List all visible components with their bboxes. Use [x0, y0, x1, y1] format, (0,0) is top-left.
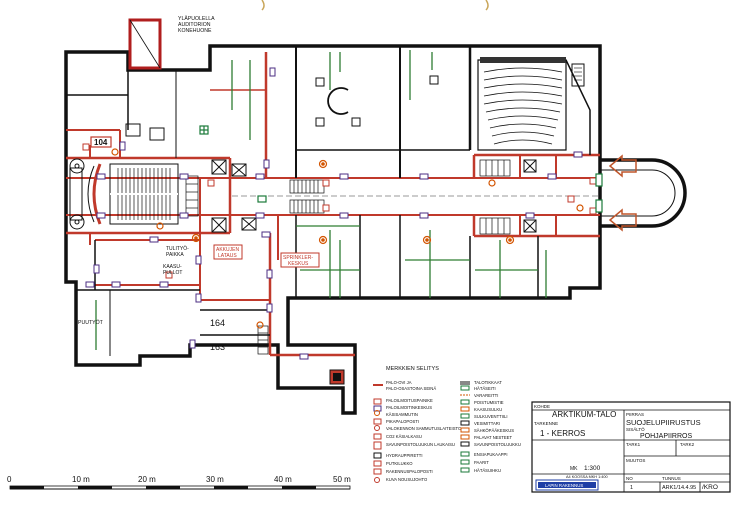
tulityo-label-2: PAIKKA [166, 252, 184, 258]
scale-value: 1:300 [584, 465, 601, 472]
akku-label-box [213, 244, 243, 260]
light-partitions [95, 50, 547, 350]
legend-title: MERKKIEN SELITYS [386, 366, 439, 372]
sprinkler-label-2: KESKUS [288, 261, 309, 267]
sprinkler-label-box [280, 252, 320, 268]
room-164-label: 164 [210, 318, 225, 328]
legend-item-nousujohto: KUVA NOUSUJOHTO [386, 477, 428, 482]
title-block-text: KOHDE ARKTIKUM-TALO TARKENNE 1 - KERROS … [534, 404, 718, 491]
tarkenne-label: TARKENNE [534, 421, 558, 426]
legend-item-putkilukko: PUTKILUKKO [386, 461, 413, 466]
legend-item-hataseiti: HÄTÄSEITI [474, 386, 496, 391]
scale-bar: 0 10 m 20 m 30 m 40 m 50 m [7, 475, 351, 490]
piirros-value: SUOJELUPIIRUSTUS [626, 418, 701, 427]
mk-label: MK [570, 466, 578, 472]
sisalto-value: POHJAPIIRROS [640, 433, 692, 440]
kro-value: /KRO [702, 484, 718, 491]
firm-logo: LAPIN RAKENNUS [535, 479, 599, 491]
auditorium [477, 57, 591, 155]
no-label: NO [626, 476, 633, 481]
scale-label-40: 40 m [274, 475, 292, 484]
legend-item-palo-osasto: PALO-OSASTOINA SEINÄ [386, 386, 436, 391]
spiral-stairs [69, 158, 85, 230]
tunnus-value: ARK1/14.4.95 [662, 485, 696, 491]
smoke-vent [329, 369, 345, 385]
legend-item-paloilmoitinkeskus: PALOILMOITINKESKUS [386, 405, 432, 410]
entrance-arrows [608, 154, 637, 232]
legend-col1-symbols [373, 384, 383, 483]
kohde-value: ARKTIKUM-TALO [552, 410, 616, 419]
legend-item-paarit: PAARIT [474, 460, 489, 465]
legend-item-varareitti: VARAREITTI [474, 393, 498, 398]
room-104-box [90, 136, 112, 148]
tarkenne-value: 1 - KERROS [540, 429, 585, 438]
scale-note: A4 KOOSSA MKH 1:400 [566, 475, 608, 479]
exit-signs [199, 125, 603, 213]
sisalto-label: SISÄLTÖ [626, 426, 645, 432]
legend-item-sahkopaakeskus: SÄHKÖPÄÄKESKUS [474, 428, 514, 433]
sprinkler-label-1: SPRINKLER- [283, 255, 313, 261]
legend-item-palo-ovi: PALO-OVI JA [386, 380, 412, 385]
tunnus-label: TUNNUS [662, 476, 681, 481]
legend-item-poistumistie: POISTUMISTIE [474, 400, 504, 405]
scale-label-50: 50 m [333, 475, 351, 484]
scale-label-20: 20 m [138, 475, 156, 484]
puutyot-label: PUUTYÖT [78, 319, 104, 326]
firm-name: LAPIN RAKENNUS [545, 483, 583, 488]
building-outline [64, 44, 602, 415]
kaasupullot-label-2: PULLOT [163, 270, 182, 276]
legend-item-pikapaloposti: PIKAPALOPOSTI [386, 419, 419, 424]
muutos-label: MUUTOS [626, 458, 645, 463]
lecture-hall [69, 163, 179, 225]
scale-label-0: 0 [7, 475, 12, 484]
legend-item-valokenno: VALOKENNON SAMMUTUSLAITEISTO [386, 426, 462, 431]
exhibition-features [315, 75, 439, 127]
legend: MERKKIEN SELITYS PALO-OVI JA PALO-OSASTO… [373, 366, 521, 483]
legend-item-vesimittari: VESIMITTARI [474, 421, 500, 426]
upper-machine-room [128, 18, 162, 70]
scale-label-10: 10 m [72, 475, 90, 484]
no-value: 1 [630, 485, 633, 491]
kohde-label: KOHDE [534, 404, 550, 409]
room-163-label: 163 [210, 342, 225, 352]
fire-doors [85, 67, 583, 360]
tark1-label: TARK1 [626, 442, 641, 447]
machine-room-label-2: AUDITORION [178, 22, 211, 28]
stairs [185, 159, 511, 355]
akku-label-1: AKKUJEN [216, 247, 239, 253]
legend-item-talotikkaat: TALOTIKKAAT [474, 380, 502, 385]
legend-item-hydrauppiretti: HYDRAUPPIRETTI [386, 453, 423, 458]
legend-item-rakennuspaloposti: RAKENNUSPALOPOSTI [386, 469, 433, 474]
legend-col2-symbols [460, 381, 470, 473]
legend-item-savunpoistoluukku: SAVUNPOISTOLUUKKU [474, 442, 521, 447]
scale-label-30: 30 m [206, 475, 224, 484]
tulityo-label-1: TULITYÖ- [166, 245, 189, 252]
legend-item-sulkuventtiili: SULKUVENTTIILI [474, 414, 508, 419]
piirros-label: PIIRRAS [626, 412, 644, 417]
machine-room-label-1: YLÄPUOLELLA [178, 15, 215, 22]
akku-label-2: LATAUS [218, 253, 237, 259]
legend-col1-text: PALO-OVI JA PALO-OSASTOINA SEINÄ PALOILM… [386, 380, 462, 482]
room-104-label: 104 [94, 138, 108, 147]
elevator-shafts [125, 123, 537, 233]
tark2-label: TARK2 [680, 442, 695, 447]
legend-item-kaasusulku: KAASUSULKU [474, 407, 502, 412]
title-block [531, 401, 731, 493]
machine-room-label-3: KONEHUONE [178, 28, 212, 34]
legend-item-savunpoisto-laukaisu: SAVUNPOISTOLUUKUN LAUKAISU [386, 442, 455, 447]
entrance-drive [600, 158, 687, 228]
fire-hose-symbols [82, 143, 597, 279]
legend-item-kasisammutin: KÄSISAMMUTIN [386, 412, 418, 417]
legend-item-paloilmoituspainike: PALOILMOITUSPAINIKE [386, 398, 433, 403]
kaasupullot-label-1: KAASU- [163, 264, 182, 270]
legend-item-hatasuihku: HÄTÄSUIHKU [474, 468, 501, 473]
legend-item-ensiapukaappi: ENSIAPUKAAPPI [474, 452, 508, 457]
legend-item-palavat-nesteet: PALAVAT NESTEET [474, 435, 512, 440]
legend-col2-text: TALOTIKKAAT HÄTÄSEITI VARAREITTI POISTUM… [474, 380, 521, 473]
fire-extinguisher-symbols [111, 148, 584, 329]
legend-item-co2: CO2 KÄSIALKASU [386, 434, 422, 439]
